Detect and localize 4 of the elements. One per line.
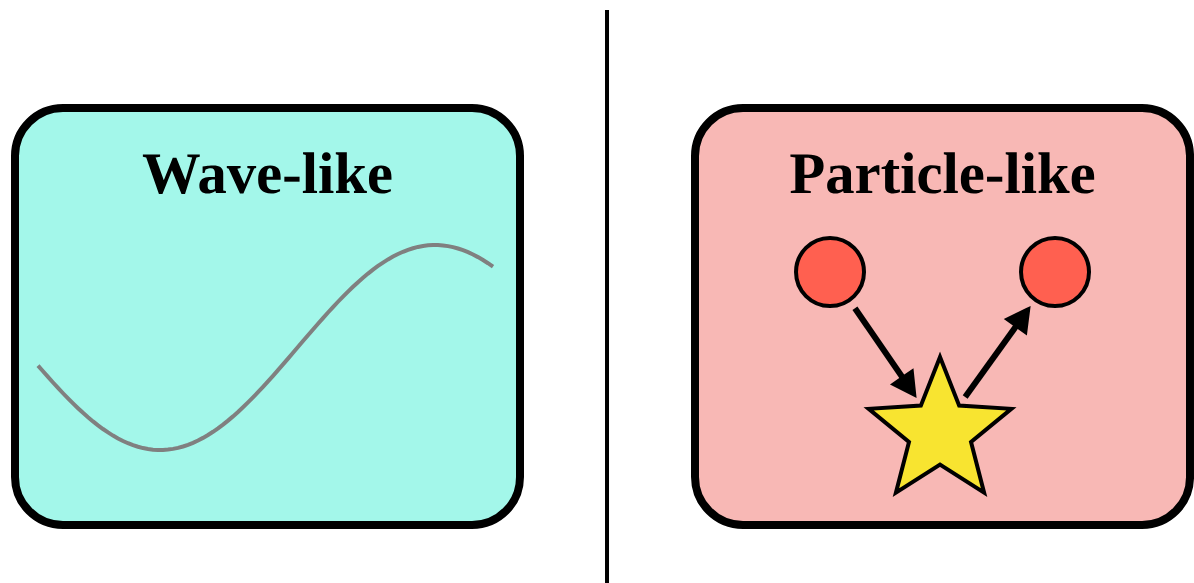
particle-circle bbox=[1019, 236, 1091, 308]
panel-box: Particle-like bbox=[691, 104, 1194, 529]
panel-box: Wave-like bbox=[11, 104, 524, 529]
particle-circle bbox=[794, 236, 866, 308]
